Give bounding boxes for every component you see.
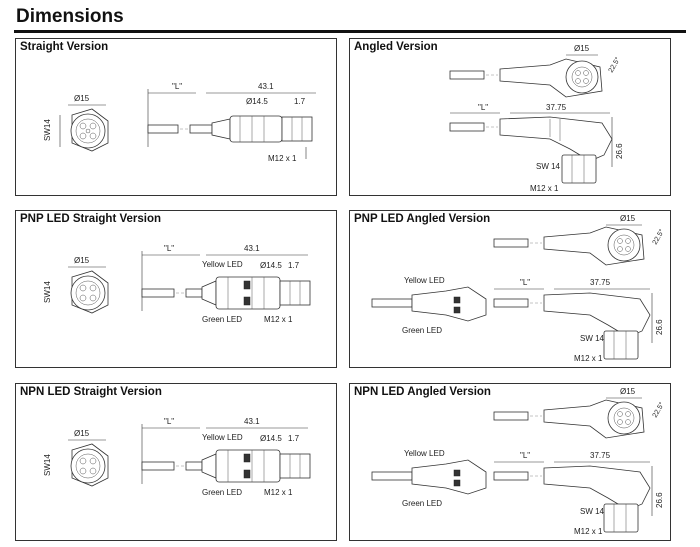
side-view [493,292,651,360]
length-label: 37.75 [590,451,611,460]
side-view [449,116,613,184]
thread-label: M12 x 1 [268,154,297,163]
npn-angled-drawing: Ø15 22.5° Yellow LED Green LED "L" 37.75 [371,387,666,536]
cable-connector [141,449,311,483]
angle-label: 22.5° [651,401,666,419]
dia15-label: Ø15 [620,214,636,223]
sw-label: SW14 [43,119,52,141]
dia15-label: Ø15 [74,256,90,265]
dia15-label: Ø15 [74,429,90,438]
length-label: 43.1 [258,82,274,91]
pnp-angled-drawing: Ø15 22.5° Yellow LED Green LED "L" 37.75 [371,214,666,363]
green-led-label: Green LED [202,315,242,324]
green-led-label: Green LED [202,488,242,497]
page-title: Dimensions [16,6,124,27]
thread-label: M12 x 1 [264,488,293,497]
angled-drawing: Ø15 22.5° "L" 37.75 26.6 SW 14 [449,44,624,193]
length-label: 37.75 [590,278,611,287]
panel-straight-version: Straight Version Ø15 SW14 "L" 43.1 Ø14.5… [15,38,337,196]
panel-angled-version: Angled Version Ø15 22.5° "L" 37.75 [349,38,671,196]
sw-label: SW 14 [536,162,561,171]
panel-title: NPN LED Angled Version [354,386,491,398]
green-led-label: Green LED [402,326,442,335]
face-view [70,270,109,314]
thread-label: M12 x 1 [574,527,603,536]
sw-label: SW14 [43,454,52,476]
green-led-label: Green LED [402,499,442,508]
top-view [493,226,645,266]
dia145-label: Ø14.5 [260,261,282,270]
height-label: 26.6 [655,319,664,335]
top-view [493,399,645,439]
dia145-label: Ø14.5 [246,97,268,106]
L-label: "L" [172,82,182,91]
side-view [493,465,651,533]
yellow-led-label: Yellow LED [202,433,243,442]
panel-title: PNP LED Angled Version [354,213,491,225]
dia145-label: Ø14.5 [260,434,282,443]
L-label: "L" [164,244,174,253]
yellow-led-label: Yellow LED [404,449,445,458]
top-view [449,58,603,98]
thread-label: M12 x 1 [530,184,559,193]
panel-title: Angled Version [354,41,438,53]
panel-pnp-led-angled: PNP LED Angled Version Ø15 22.5° Yellow … [349,210,671,368]
panel-title: NPN LED Straight Version [20,386,162,398]
sw-label: SW 14 [580,507,605,516]
yellow-led-label: Yellow LED [404,276,445,285]
straight-drawing: Ø15 SW14 "L" 43.1 Ø14.5 1.7 [43,82,316,163]
length-label: 43.1 [244,244,260,253]
d17-label: 1.7 [294,97,306,106]
d17-label: 1.7 [288,434,300,443]
dia15-label: Ø15 [74,94,90,103]
L-label: "L" [478,103,488,112]
npn-straight-drawing: Ø15 SW14 "L" 43.1 Yellow LED Ø14.5 1.7 [43,417,311,497]
cable-connector [147,115,313,143]
cable-connector [141,276,311,310]
yellow-led-label: Yellow LED [202,260,243,269]
height-label: 26.6 [655,492,664,508]
dia15-label: Ø15 [574,44,590,53]
L-label: "L" [520,451,530,460]
angle-label: 22.5° [607,56,622,74]
title-rule [14,30,686,33]
length-label: 43.1 [244,417,260,426]
face-view [70,108,109,152]
dia15-label: Ø15 [620,387,636,396]
panel-title: PNP LED Straight Version [20,213,162,225]
panel-title: Straight Version [20,41,109,53]
thread-label: M12 x 1 [574,354,603,363]
pnp-straight-drawing: Ø15 SW14 "L" 43.1 Yellow LED Ø14.5 1.7 [43,244,311,324]
panel-pnp-led-straight: PNP LED Straight Version Ø15 SW14 "L" 43… [15,210,337,368]
angle-label: 22.5° [651,228,666,246]
L-label: "L" [520,278,530,287]
d17-label: 1.7 [288,261,300,270]
panel-npn-led-straight: NPN LED Straight Version Ø15 SW14 "L" 43… [15,383,337,541]
height-label: 26.6 [615,143,624,159]
panel-npn-led-angled: NPN LED Angled Version Ø15 22.5° Yellow … [349,383,671,541]
thread-label: M12 x 1 [264,315,293,324]
length-label: 37.75 [546,103,567,112]
face-view [70,443,109,487]
L-label: "L" [164,417,174,426]
sw-label: SW14 [43,281,52,303]
led-top-view [371,286,487,322]
led-top-view [371,459,487,495]
sw-label: SW 14 [580,334,605,343]
